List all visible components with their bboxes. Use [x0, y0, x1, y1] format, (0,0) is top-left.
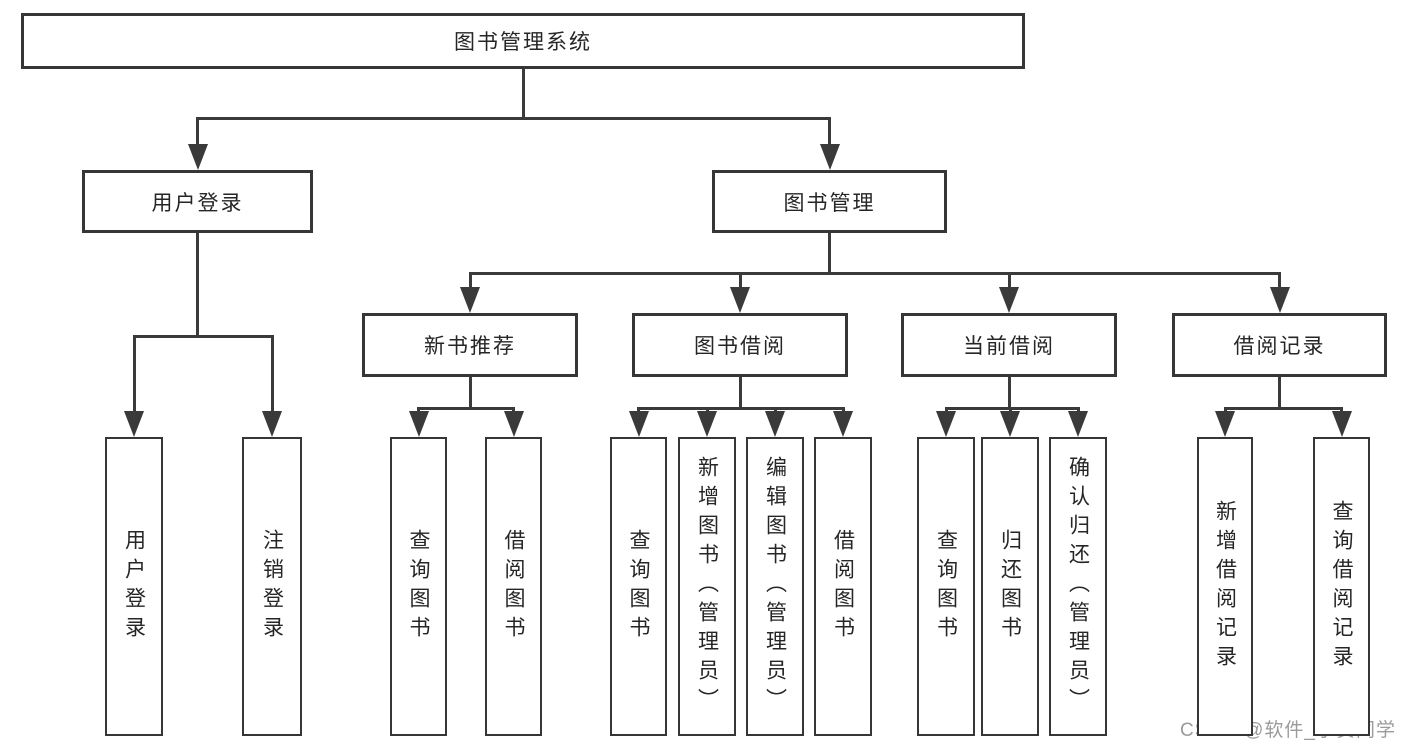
connector-line	[468, 272, 472, 289]
connector-line	[1278, 272, 1281, 289]
connector-line	[1008, 407, 1012, 413]
connector-line	[944, 407, 1080, 410]
connector-line	[705, 407, 709, 413]
root-system-box-label: 图书管理系统	[454, 31, 592, 54]
leaf-query-book-1: 查询图书	[390, 437, 447, 736]
book-borrow-box: 图书借阅	[632, 313, 848, 377]
leaf-confirm-return-admin-label: 确认归还（管理员）	[1066, 456, 1090, 717]
leaf-return-book: 归还图书	[981, 437, 1039, 736]
leaf-logout-label: 注销登录	[260, 528, 284, 645]
connector-line	[196, 117, 831, 120]
connector-line	[468, 272, 1281, 275]
arrow-down-icon	[1269, 287, 1290, 313]
leaf-query-borrow-record: 查询借阅记录	[1313, 437, 1370, 736]
connector-line	[1340, 407, 1343, 413]
connector-line	[828, 233, 831, 275]
book-borrow-box-label: 图书借阅	[694, 335, 786, 358]
arrow-down-icon	[1215, 411, 1235, 437]
connector-line	[1076, 407, 1080, 413]
arrow-down-icon	[697, 411, 717, 437]
arrow-down-icon	[408, 411, 429, 437]
new-book-recommend-box-label: 新书推荐	[424, 335, 516, 358]
connector-line	[468, 377, 472, 410]
leaf-borrow-book-1-label: 借阅图书	[502, 528, 525, 645]
arrow-down-icon	[1068, 411, 1088, 437]
arrow-down-icon	[730, 287, 750, 313]
connector-line	[637, 407, 845, 410]
current-borrow-box-label: 当前借阅	[963, 335, 1055, 358]
borrow-records-box-label: 借阅记录	[1233, 335, 1326, 358]
leaf-query-book-3: 查询图书	[917, 437, 975, 736]
leaf-add-book-admin: 新增图书（管理员）	[678, 437, 736, 736]
connector-line	[841, 407, 845, 413]
arrow-down-icon	[460, 287, 480, 313]
leaf-query-book-2: 查询图书	[610, 437, 667, 736]
connector-line	[417, 407, 420, 413]
connector-line	[512, 407, 515, 413]
arrow-down-icon	[1000, 411, 1020, 437]
root-system-box: 图书管理系统	[21, 13, 1025, 69]
leaf-add-borrow-record-label: 新增借阅记录	[1213, 499, 1237, 674]
arrow-down-icon	[819, 144, 840, 170]
current-borrow-box: 当前借阅	[901, 313, 1117, 377]
arrow-down-icon	[765, 411, 785, 437]
connector-line	[738, 377, 742, 410]
connector-line	[1007, 377, 1011, 410]
connector-line	[738, 272, 742, 289]
arrow-down-icon	[936, 411, 956, 437]
connector-line	[944, 407, 948, 413]
arrow-down-icon	[628, 411, 649, 437]
connector-line	[270, 335, 274, 413]
connector-line	[828, 117, 831, 146]
connector-line	[1223, 407, 1227, 413]
leaf-query-book-2-label: 查询图书	[627, 528, 650, 645]
connector-line	[196, 233, 199, 338]
leaf-logout: 注销登录	[242, 437, 302, 736]
leaf-query-borrow-record-label: 查询借阅记录	[1330, 499, 1353, 674]
connector-line	[132, 335, 136, 413]
leaf-add-book-admin-label: 新增图书（管理员）	[695, 456, 719, 717]
leaf-edit-book-admin: 编辑图书（管理员）	[746, 437, 804, 736]
new-book-recommend-box: 新书推荐	[362, 313, 578, 377]
arrow-down-icon	[187, 144, 208, 170]
arrow-down-icon	[503, 411, 524, 437]
arrow-down-icon	[124, 411, 144, 437]
leaf-confirm-return-admin: 确认归还（管理员）	[1049, 437, 1107, 736]
connector-line	[521, 69, 525, 120]
leaf-add-borrow-record: 新增借阅记录	[1197, 437, 1253, 736]
user-login-box: 用户登录	[82, 170, 313, 233]
connector-line	[417, 407, 515, 410]
arrow-down-icon	[262, 411, 282, 437]
leaf-edit-book-admin-label: 编辑图书（管理员）	[763, 456, 787, 717]
arrow-down-icon	[999, 287, 1019, 313]
user-login-box-label: 用户登录	[151, 191, 244, 215]
leaf-user-login-label: 用户登录	[122, 528, 146, 645]
leaf-query-book-1-label: 查询图书	[407, 528, 430, 645]
connector-line	[132, 335, 274, 338]
book-management-box: 图书管理	[712, 170, 947, 233]
leaf-query-book-3-label: 查询图书	[934, 528, 958, 645]
leaf-borrow-book-2: 借阅图书	[814, 437, 872, 736]
leaf-borrow-book-2-label: 借阅图书	[831, 528, 855, 645]
leaf-user-login: 用户登录	[105, 437, 163, 736]
leaf-borrow-book-1: 借阅图书	[485, 437, 542, 736]
connector-line	[637, 407, 640, 413]
leaf-return-book-label: 归还图书	[998, 528, 1022, 645]
connector-line	[773, 407, 777, 413]
book-management-box-label: 图书管理	[783, 191, 876, 215]
arrow-down-icon	[1331, 411, 1352, 437]
connector-line	[1278, 377, 1281, 410]
arrow-down-icon	[833, 411, 853, 437]
connector-line	[1007, 272, 1011, 289]
borrow-records-box: 借阅记录	[1172, 313, 1387, 377]
connector-line	[196, 117, 199, 146]
connector-line	[1223, 407, 1343, 410]
